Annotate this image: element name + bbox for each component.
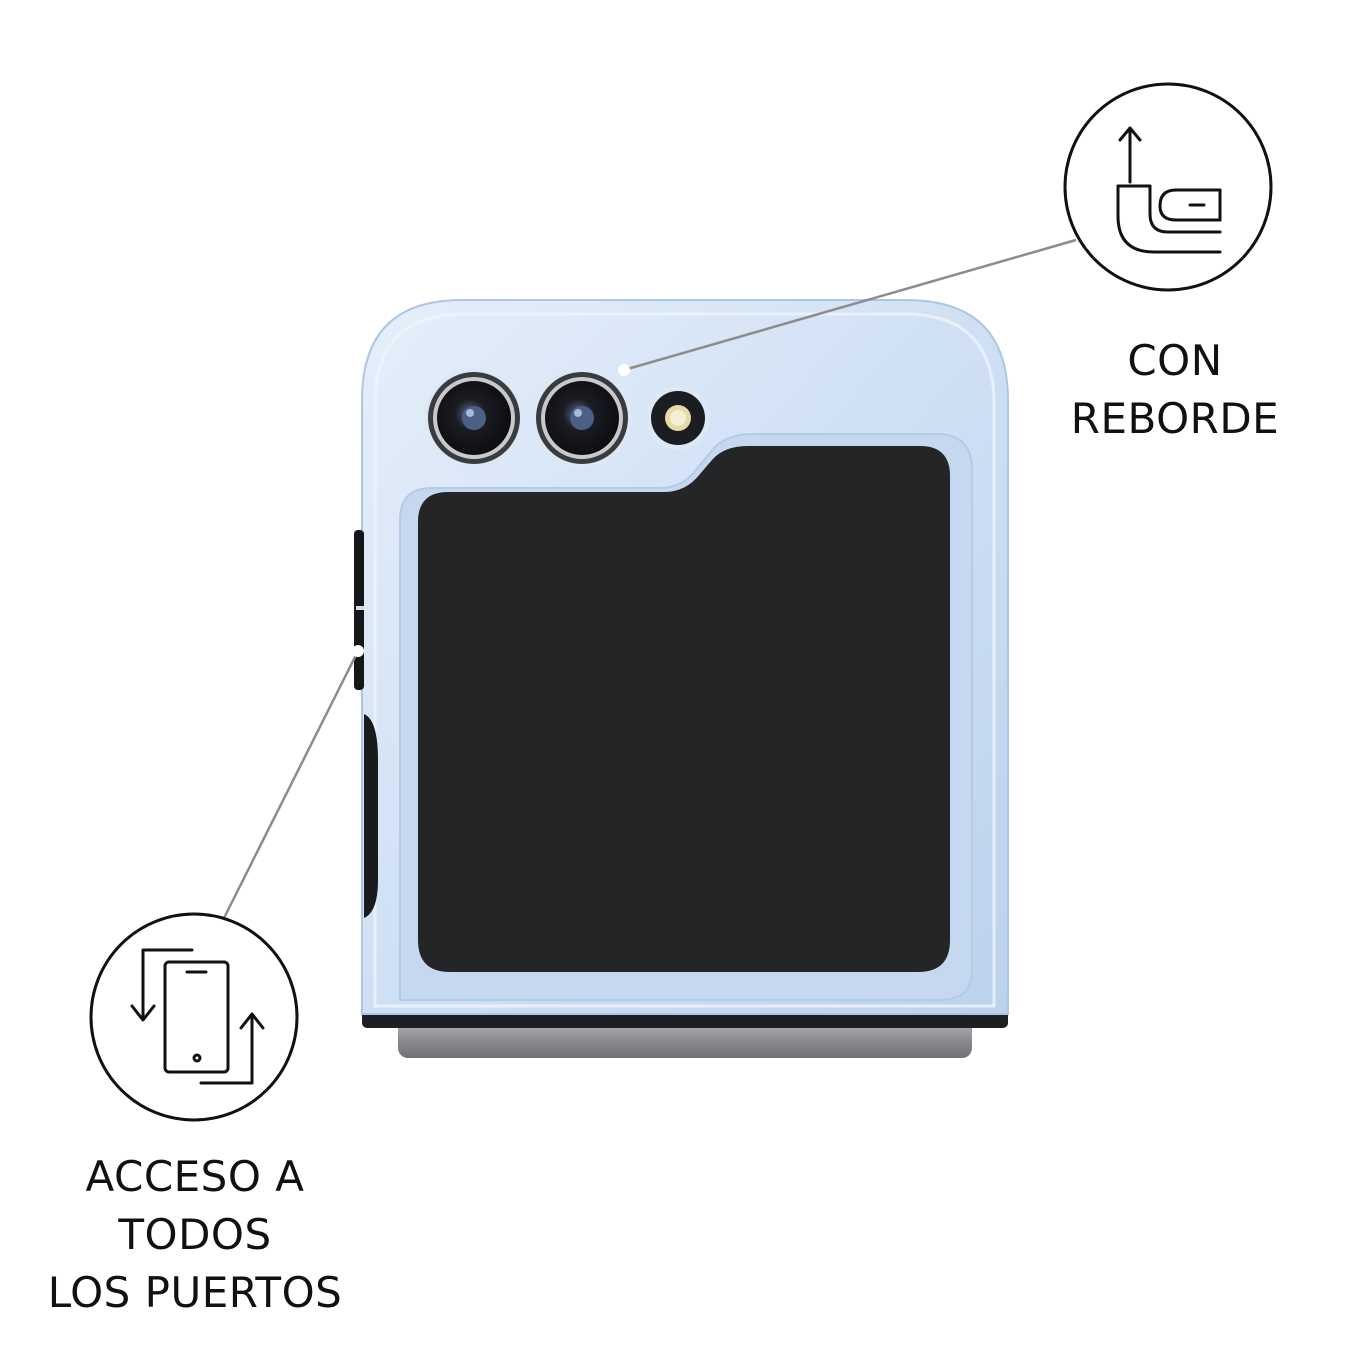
feature-label-line: LOS PUERTOS [47,1268,343,1317]
camera-module [424,368,710,468]
phone-ports-access-icon [89,912,299,1122]
feature-label-line: CON [1127,336,1223,385]
cover-screen [418,446,950,972]
feature-label-line: REBORDE [1070,394,1280,443]
feature-label-line: ACCESO A [85,1152,305,1201]
feature-label-reborde: CON REBORDE [1050,332,1300,448]
callout-leaders [222,238,1077,919]
feature-label-line: TODOS [118,1210,272,1259]
hinge [362,1010,1008,1058]
raised-lip-icon [1063,82,1273,292]
feature-label-puertos: ACCESO A TODOS LOS PUERTOS [20,1148,370,1322]
